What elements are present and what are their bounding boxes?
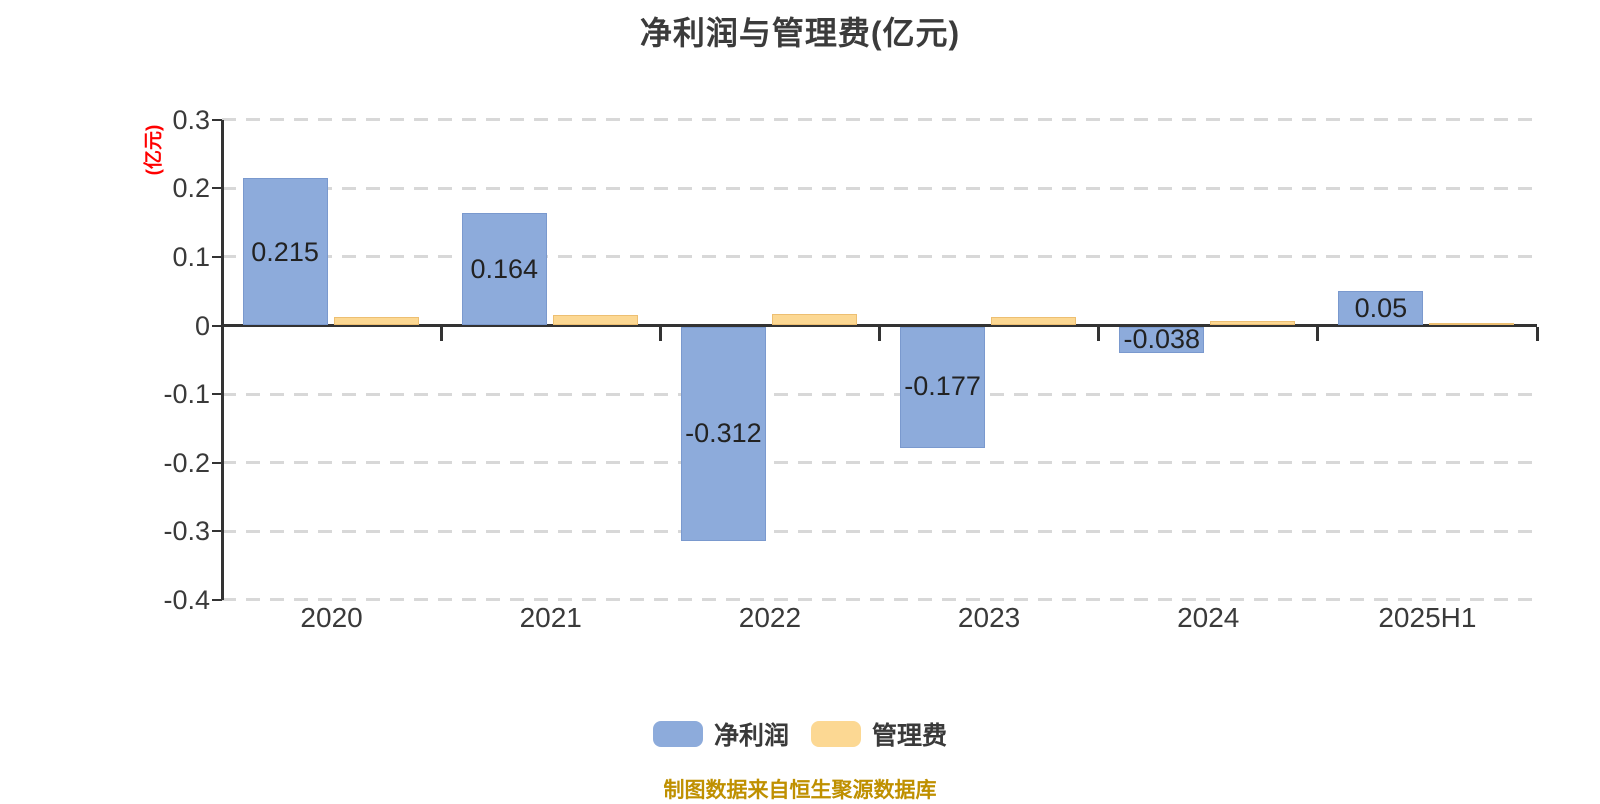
gridline-0.2 [222, 186, 1537, 190]
bar-label-2022: -0.312 [685, 417, 762, 448]
gridline--0.2 [222, 461, 1537, 465]
gridline--0.1 [222, 392, 1537, 396]
y-tick-0 [212, 324, 222, 327]
bar-net_profit-2020[interactable] [242, 178, 328, 326]
bar-net_profit-2021[interactable] [461, 212, 547, 326]
y-axis-line [220, 119, 224, 600]
x-axis-line [222, 324, 1537, 327]
gridline--0.4 [222, 598, 1537, 602]
bar-mgmt_fee-2021[interactable] [552, 315, 638, 326]
legend-item-net-profit[interactable]: 净利润 [652, 716, 789, 752]
x-category-2025H1: 2025H1 [1378, 602, 1477, 633]
gridline-0.3 [222, 118, 1537, 122]
y-tick-0.1 [212, 255, 222, 258]
x-category-2022: 2022 [738, 602, 802, 633]
bar-net_profit-2023[interactable] [900, 327, 986, 449]
y-tick-label-0.1: 0.1 [172, 241, 210, 272]
y-tick-label-0: 0 [194, 310, 210, 341]
x-tick-1 [439, 327, 443, 341]
bar-mgmt_fee-2022[interactable] [771, 313, 857, 326]
bar-mgmt_fee-2025H1[interactable] [1429, 322, 1515, 326]
y-tick--0.1 [212, 393, 222, 396]
x-category-2021: 2021 [519, 602, 582, 633]
bar-mgmt_fee-2023[interactable] [991, 317, 1077, 326]
x-tick-5 [1316, 327, 1320, 341]
bar-label-2024: -0.038 [1123, 323, 1201, 354]
mgmt-fee-swatch-icon [811, 721, 861, 747]
x-category-2023: 2023 [957, 602, 1021, 633]
x-tick-2 [658, 327, 662, 341]
legend-label-net-profit: 净利润 [713, 722, 789, 750]
gridline--0.3 [222, 529, 1537, 533]
net-profit-swatch-icon [652, 721, 703, 747]
chart-title: 净利润与管理费(亿元) [639, 15, 961, 51]
bar-label-2020: 0.215 [251, 236, 319, 267]
bar-net_profit-2025H1[interactable] [1338, 291, 1424, 326]
y-tick-label--0.1: -0.1 [163, 379, 210, 410]
legend-item-mgmt-fee[interactable]: 管理费 [811, 716, 947, 752]
gridline-0.1 [222, 255, 1537, 259]
x-tick-3 [878, 327, 881, 341]
y-tick-label--0.3: -0.3 [163, 516, 210, 547]
x-tick-4 [1097, 327, 1101, 341]
x-category-2024: 2024 [1177, 602, 1240, 633]
y-tick--0.3 [212, 530, 222, 533]
bar-label-2025H1: 0.05 [1354, 293, 1408, 324]
legend-label-mgmt-fee: 管理费 [872, 722, 948, 750]
bar-mgmt_fee-2024[interactable] [1210, 320, 1296, 326]
y-tick-0.3 [212, 118, 222, 121]
y-tick-label--0.2: -0.2 [163, 447, 210, 478]
y-tick-label--0.4: -0.4 [163, 584, 210, 615]
x-tick-6 [1535, 327, 1539, 341]
bar-label-2021: 0.164 [470, 254, 539, 285]
bar-mgmt_fee-2020[interactable] [333, 317, 419, 326]
y-tick--0.4 [212, 598, 222, 601]
legend: 净利润 管理费 [0, 716, 1600, 752]
y-tick-label-0.2: 0.2 [172, 173, 210, 204]
y-tick--0.2 [212, 461, 222, 464]
y-tick-label-0.3: 0.3 [172, 104, 210, 135]
bar-net_profit-2024[interactable] [1119, 327, 1205, 354]
data-source-caption: 制图数据来自恒生聚源数据库 [663, 779, 937, 802]
y-tick-0.2 [212, 187, 222, 190]
bar-label-2023: -0.177 [904, 371, 981, 402]
x-category-2020: 2020 [300, 602, 363, 633]
bar-net_profit-2022[interactable] [680, 327, 766, 542]
